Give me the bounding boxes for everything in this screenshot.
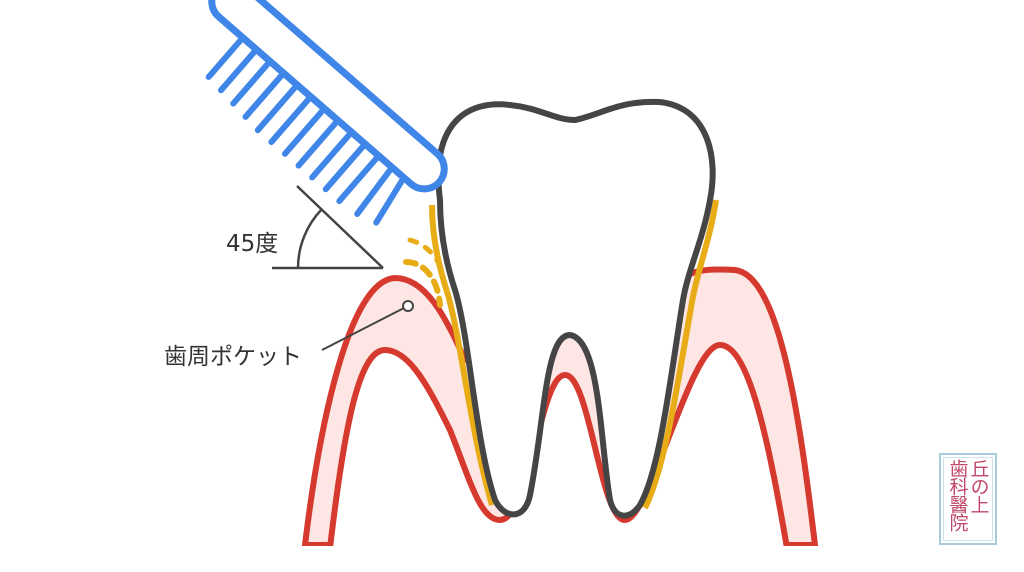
tartar-right	[642, 199, 719, 510]
tartar-left	[429, 204, 495, 506]
angle-label: 45度	[226, 231, 279, 257]
toothbrush-icon	[205, 0, 448, 226]
periodontal-pocket-label: 歯周ポケット	[164, 344, 302, 370]
gum-inner	[327, 341, 790, 549]
logo-line-2: 歯科醫院	[946, 459, 969, 531]
pocket-pointer	[321, 300, 414, 351]
plaque-dashes	[403, 259, 443, 308]
plaque-dashes-2	[407, 237, 447, 278]
tooth	[435, 98, 716, 519]
logo-line-1: 丘の上	[967, 459, 990, 513]
angle-indicator	[272, 185, 384, 270]
clinic-logo-stamp: 丘の上 歯科醫院	[939, 453, 997, 545]
